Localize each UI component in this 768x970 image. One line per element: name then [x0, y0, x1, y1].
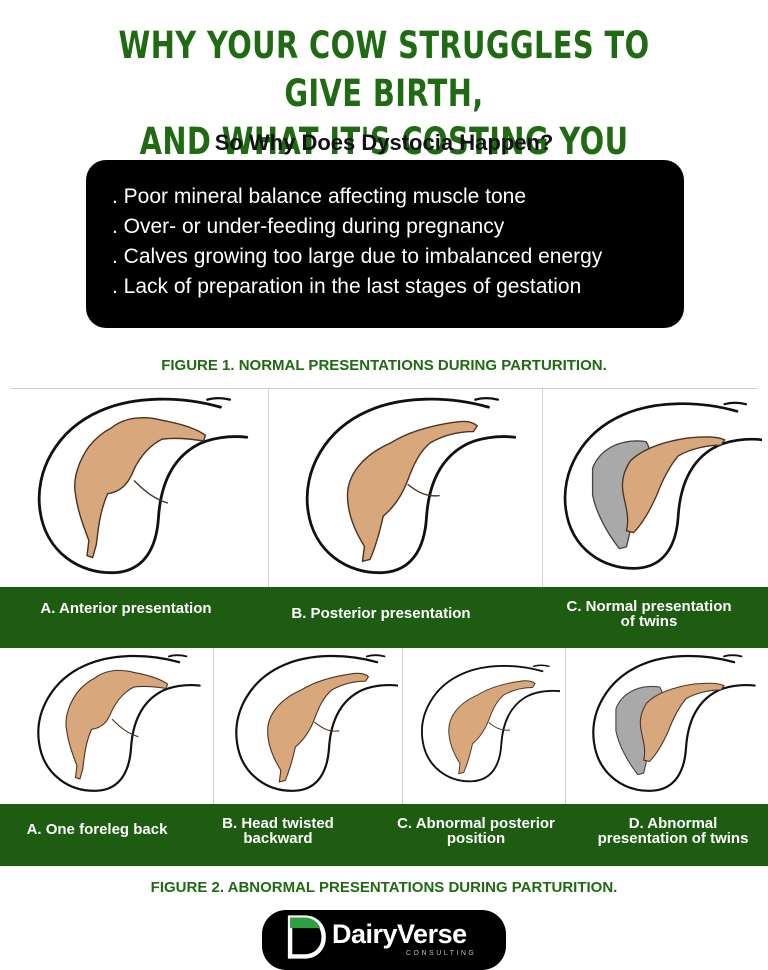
panel-divider — [402, 648, 403, 804]
panel-divider — [213, 648, 214, 804]
causes-box: Poor mineral balance affecting muscle to… — [86, 160, 684, 328]
figure-2-label-c: C. Abnormal posterior position — [378, 816, 574, 846]
figure-2-caption: FIGURE 2. ABNORMAL PRESENTATIONS DURING … — [150, 879, 618, 896]
calf-anterior-icon — [37, 396, 249, 575]
causes-list: Poor mineral balance affecting muscle to… — [86, 160, 684, 302]
brand-logo: DairyVerse CONSULTING — [262, 910, 506, 970]
label-line: presentation of twins — [597, 830, 749, 847]
figure-2-label-b: B. Head twisted backward — [198, 816, 358, 846]
label-line: C. Normal presentation — [566, 598, 732, 615]
brand-name: DairyVerse — [332, 919, 467, 949]
figure-2-label-a: A. One foreleg back — [26, 821, 168, 838]
label-line: D. Abnormal — [628, 815, 718, 832]
figure-1-caption: FIGURE 1. NORMAL PRESENTATIONS DURING PA… — [161, 357, 607, 374]
panel-divider — [268, 389, 269, 587]
figure-2-label-d: D. Abnormal presentation of twins — [580, 816, 766, 846]
brand-subtitle: CONSULTING — [406, 950, 477, 957]
figure-1-label-band — [0, 587, 768, 648]
figure-1-label-b: B. Posterior presentation — [291, 605, 471, 622]
panel-divider — [565, 648, 566, 804]
calf-abnormal-posterior-icon — [420, 664, 560, 783]
twins-normal-icon — [563, 401, 762, 570]
label-line: of twins — [620, 613, 678, 630]
twins-abnormal-icon — [592, 654, 756, 792]
cause-item: Over- or under-feeding during pregnancy — [112, 212, 684, 242]
panel-divider — [542, 389, 543, 587]
calf-head-twisted-icon — [235, 654, 398, 792]
figure-1-label-a: A. Anterior presentation — [40, 600, 212, 617]
cause-item: Poor mineral balance affecting muscle to… — [112, 182, 684, 212]
calf-posterior-icon — [305, 396, 517, 575]
label-line: B. Head twisted — [222, 815, 334, 832]
calf-foreleg-back-icon — [37, 654, 201, 792]
label-line: backward — [243, 830, 313, 847]
cause-item: Lack of preparation in the last stages o… — [112, 272, 684, 302]
title-line-1: WHY YOUR COW STRUGGLES TO GIVE BIRTH, — [118, 24, 650, 115]
figure-1-label-c: C. Normal presentation of twins — [542, 599, 756, 629]
section-subtitle: So Why Does Dystocia Happen? — [214, 130, 554, 155]
dairyverse-logo-icon — [286, 914, 326, 960]
cause-item: Calves growing too large due to imbalanc… — [112, 242, 684, 272]
label-line: C. Abnormal posterior — [397, 815, 555, 832]
divider — [10, 388, 758, 389]
label-line: position — [446, 830, 506, 847]
figure-2-label-band — [0, 804, 768, 866]
